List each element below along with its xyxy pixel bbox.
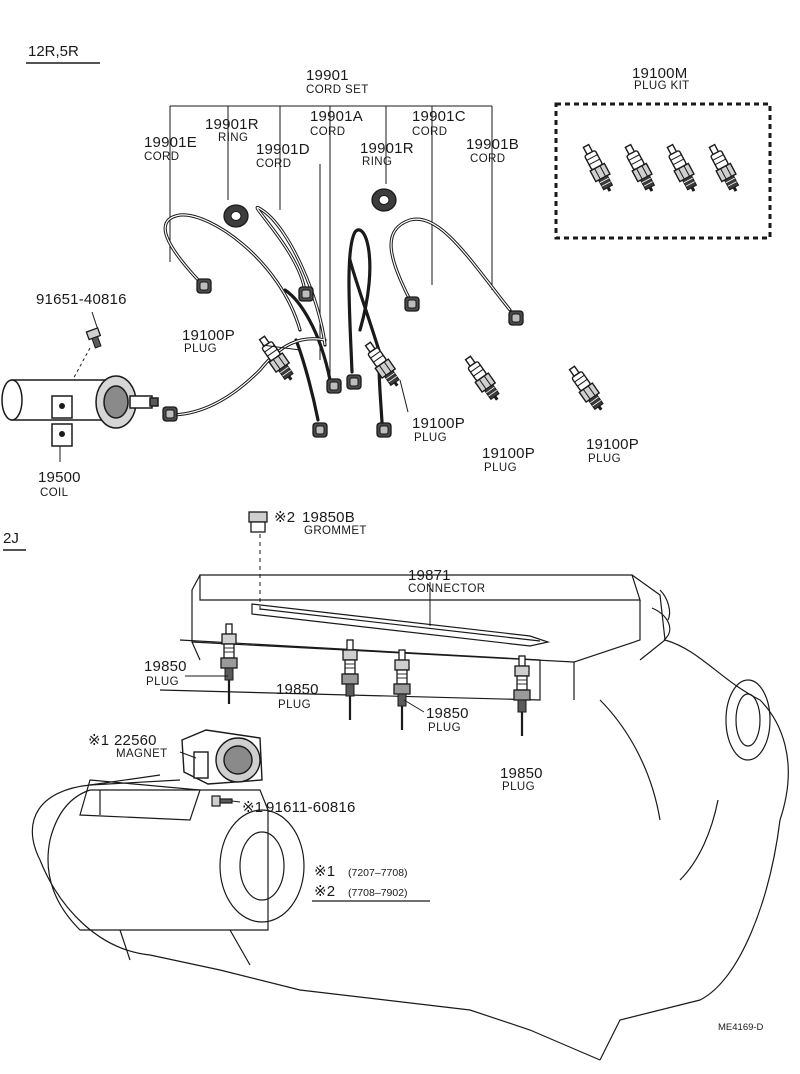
cord-b-part: 19901B <box>466 136 519 153</box>
glow-plug-2-name: PLUG <box>278 699 311 711</box>
cord-d-part: 19901D <box>256 141 310 158</box>
magnet-bolt-mark: ※1 <box>242 799 264 816</box>
grommet-name: GROMMET <box>304 525 367 537</box>
note-2-mark: ※2 <box>314 883 336 900</box>
cord-b-name: CORD <box>470 153 506 165</box>
plug-b-name: PLUG <box>414 432 447 444</box>
coil-name: COIL <box>40 487 69 499</box>
magnet-bolt-part: 91611-60816 <box>266 799 356 816</box>
drawing-id: ME4169-D <box>718 1022 764 1033</box>
note-1-mark: ※1 <box>314 863 336 880</box>
magnet-mark: ※1 <box>88 732 110 749</box>
plug-a-name: PLUG <box>184 343 217 355</box>
cord-c-name: CORD <box>412 126 448 138</box>
magnet-name: MAGNET <box>116 748 168 760</box>
cord-a-name: CORD <box>310 126 346 138</box>
grommet-part: 19850B <box>302 509 355 526</box>
plug-a-part: 19100P <box>182 327 235 344</box>
glow-plug-3-name: PLUG <box>428 722 461 734</box>
glow-plug-4-name: PLUG <box>502 781 535 793</box>
ring-right-name: RING <box>362 156 393 168</box>
coil-part: 19500 <box>38 469 81 486</box>
glow-plug-2-part: 19850 <box>276 681 319 698</box>
connector-name: CONNECTOR <box>408 583 486 595</box>
glow-plug-3-part: 19850 <box>426 705 469 722</box>
ring-left-name: RING <box>218 132 249 144</box>
ring-right-part: 19901R <box>360 140 414 157</box>
ring-left-part: 19901R <box>205 116 259 133</box>
note-2-range: (7708–7902) <box>348 887 408 899</box>
glow-plug-1-name: PLUG <box>146 676 179 688</box>
plug-c-name: PLUG <box>484 462 517 474</box>
glow-plug-4-part: 19850 <box>500 765 543 782</box>
plug-kit-name: PLUG KIT <box>634 80 690 92</box>
glow-plug-1-part: 19850 <box>144 658 187 675</box>
grommet-mark: ※2 <box>274 509 296 526</box>
plug-b-part: 19100P <box>412 415 465 432</box>
bolt-part: 91651-40816 <box>36 291 127 308</box>
cord-d-name: CORD <box>256 158 292 170</box>
section-label-12r-5r: 12R,5R <box>28 43 79 60</box>
plug-d-name: PLUG <box>588 453 621 465</box>
cord-set-part: 19901 <box>306 67 349 84</box>
magnet-part: 22560 <box>114 732 157 749</box>
connector-part: 19871 <box>408 567 451 584</box>
plug-c-part: 19100P <box>482 445 535 462</box>
note-1-range: (7207–7708) <box>348 867 408 879</box>
cord-c-part: 19901C <box>412 108 466 125</box>
cord-a-part: 19901A <box>310 108 363 125</box>
plug-d-part: 19100P <box>586 436 639 453</box>
cord-e-part: 19901E <box>144 134 197 151</box>
cord-set-name: CORD SET <box>306 84 369 96</box>
cord-e-name: CORD <box>144 151 180 163</box>
section-label-2j: 2J <box>3 530 19 547</box>
plug-kit-part: 19100M <box>632 65 688 82</box>
